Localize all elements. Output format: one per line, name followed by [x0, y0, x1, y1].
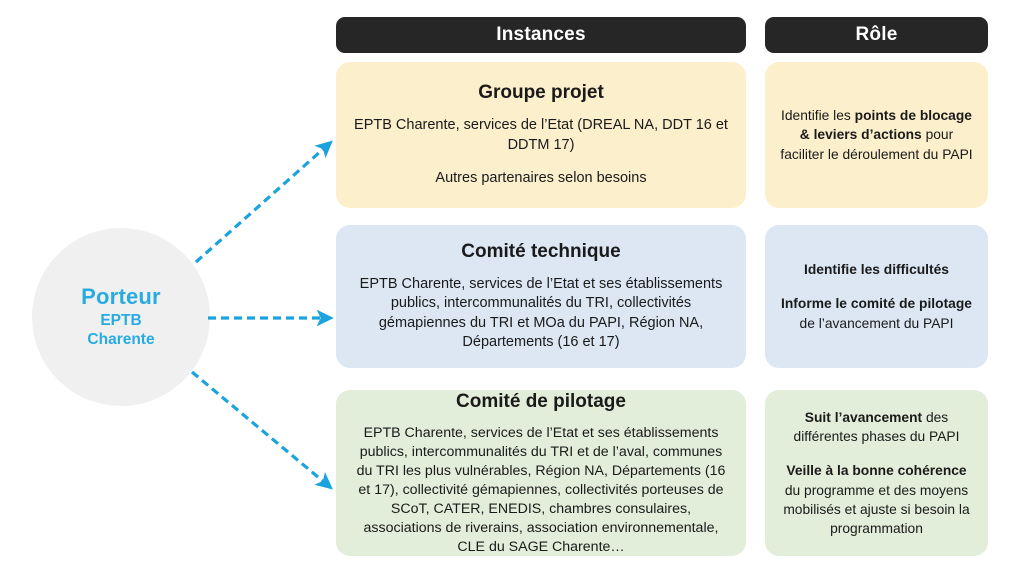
role-card-groupe-projet: Identifie les points de blocage & levier…: [765, 62, 988, 208]
role-line: Veille à la bonne cohérence du programme…: [783, 463, 970, 536]
porteur-title: Porteur: [81, 283, 161, 309]
role-line: Informe le comité de pilotage de l’avanc…: [781, 296, 972, 331]
instance-card-title: Groupe projet: [478, 82, 604, 104]
role-card-comite-pilotage: Suit l’avancement des différentes phases…: [765, 390, 988, 556]
instance-card-paragraph: Autres partenaires selon besoins: [435, 170, 647, 187]
role-line: Identifie les points de blocage & levier…: [780, 108, 973, 162]
instance-card-groupe-projet: Groupe projet EPTB Charente, services de…: [336, 62, 746, 208]
instance-card-title: Comité de pilotage: [456, 390, 626, 412]
instance-card-paragraph: EPTB Charente, services de l’Etat (DREAL…: [354, 117, 728, 153]
arrow-to-comite-pilotage: [190, 370, 333, 490]
column-header-instances: Instances: [336, 17, 746, 53]
instance-card-paragraph: EPTB Charente, services de l’Etat et ses…: [356, 425, 726, 555]
arrow-to-groupe-projet: [194, 140, 333, 264]
porteur-circle: Porteur EPTB Charente: [32, 228, 210, 406]
porteur-subtitle: EPTB Charente: [87, 312, 154, 350]
instance-card-paragraph: EPTB Charente, services de l’Etat et ses…: [359, 275, 723, 351]
instance-card-comite-technique: Comité technique EPTB Charente, services…: [336, 225, 746, 368]
porteur-subtitle-line1: EPTB: [100, 311, 142, 329]
instance-card-title: Comité technique: [461, 241, 621, 262]
role-line: Suit l’avancement des différentes phases…: [793, 410, 960, 445]
role-card-comite-technique: Identifie les difficultés Informe le com…: [765, 225, 988, 368]
role-line: Identifie les difficultés: [804, 262, 949, 278]
instance-card-comite-pilotage: Comité de pilotage EPTB Charente, servic…: [336, 390, 746, 556]
porteur-subtitle-line2: Charente: [87, 330, 155, 348]
column-header-role: Rôle: [765, 17, 988, 53]
